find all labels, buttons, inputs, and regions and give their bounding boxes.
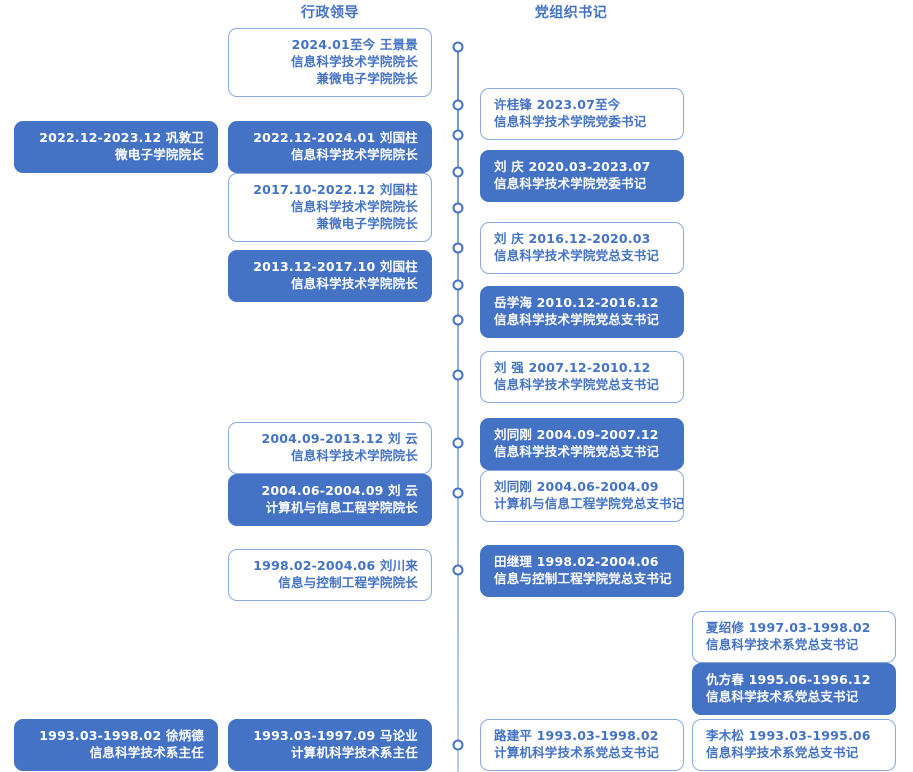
timeline-card[interactable]: 2022.12-2024.01 刘国柱信息科学技术学院院长 — [228, 121, 432, 173]
timeline-card[interactable]: 2013.12-2017.10 刘国柱信息科学技术学院院长 — [228, 250, 432, 302]
timeline-card[interactable]: 路建平 1993.03-1998.02 计算机科学技术系党总支书记 — [480, 719, 684, 771]
timeline-dot-13[interactable] — [452, 739, 464, 751]
card-primary-line: 2004.09-2013.12 刘 云 — [261, 431, 418, 446]
card-detail-line: 计算机与信息工程学院党总支书记 — [494, 496, 684, 511]
card-detail-line: 信息与控制工程学院党总支书记 — [494, 571, 672, 586]
timeline-dot-11[interactable] — [452, 487, 464, 499]
card-primary-line: 路建平 1993.03-1998.02 — [494, 728, 659, 743]
card-detail-line: 计算机与信息工程学院院长 — [265, 500, 418, 515]
card-detail-line: 信息科学技术系党总支书记 — [706, 689, 859, 704]
timeline-card[interactable]: 刘 庆 2020.03-2023.07 信息科学技术学院党委书记 — [480, 150, 684, 202]
card-primary-line: 1998.02-2004.06 刘川来 — [253, 558, 418, 573]
card-primary-line: 2022.12-2024.01 刘国柱 — [253, 130, 418, 145]
timeline-card[interactable]: 仇方春 1995.06-1996.12 信息科学技术系党总支书记 — [692, 663, 896, 715]
timeline-card[interactable]: 2004.06-2004.09 刘 云计算机与信息工程学院院长 — [228, 474, 432, 526]
card-primary-line: 刘 庆 2020.03-2023.07 — [494, 159, 651, 174]
card-primary-line: 李木松 1993.03-1995.06 — [706, 728, 871, 743]
card-primary-line: 1993.03-1997.09 马论业 — [253, 728, 418, 743]
timeline-dot-2[interactable] — [452, 99, 464, 111]
card-detail-line: 信息科学技术学院院长 — [290, 54, 418, 69]
card-detail-line: 信息科学技术学院党委书记 — [494, 114, 647, 129]
card-detail-line: 信息科学技术学院院长 — [290, 199, 418, 214]
timeline-card[interactable]: 2022.12-2023.12 巩敦卫微电子学院院长 — [14, 121, 218, 173]
card-primary-line: 刘 庆 2016.12-2020.03 — [494, 231, 651, 246]
timeline-dot-9[interactable] — [452, 369, 464, 381]
card-detail-line: 兼微电子学院院长 — [316, 216, 418, 231]
card-primary-line: 刘同刚 2004.06-2004.09 — [494, 479, 659, 494]
card-primary-line: 2024.01至今 王景景 — [291, 37, 418, 52]
timeline-card[interactable]: 刘 庆 2016.12-2020.03 信息科学技术学院党总支书记 — [480, 222, 684, 274]
card-primary-line: 岳学海 2010.12-2016.12 — [494, 295, 659, 310]
timeline-card[interactable]: 李木松 1993.03-1995.06 信息科学技术系党总支书记 — [692, 719, 896, 771]
timeline-dot-12[interactable] — [452, 564, 464, 576]
card-detail-line: 信息科学技术学院院长 — [290, 147, 418, 162]
card-primary-line: 田继理 1998.02-2004.06 — [494, 554, 659, 569]
timeline-card[interactable]: 1993.03-1997.09 马论业计算机科学技术系主任 — [228, 719, 432, 771]
timeline-card[interactable]: 许桂锋 2023.07至今信息科学技术学院党委书记 — [480, 88, 684, 140]
card-detail-line: 计算机科学技术系主任 — [290, 745, 418, 760]
timeline-card[interactable]: 1993.03-1998.02 徐炳德信息科学技术系主任 — [14, 719, 218, 771]
timeline-dot-5[interactable] — [452, 202, 464, 214]
timeline-card[interactable]: 刘同刚 2004.09-2007.12 信息科学技术学院党总支书记 — [480, 418, 684, 470]
card-detail-line: 微电子学院院长 — [115, 147, 204, 162]
timeline-dot-10[interactable] — [452, 437, 464, 449]
timeline-card[interactable]: 刘同刚 2004.06-2004.09 计算机与信息工程学院党总支书记 — [480, 470, 684, 522]
card-detail-line: 兼微电子学院院长 — [316, 71, 418, 86]
timeline-card[interactable]: 岳学海 2010.12-2016.12 信息科学技术学院党总支书记 — [480, 286, 684, 338]
timeline-card[interactable]: 1998.02-2004.06 刘川来信息与控制工程学院院长 — [228, 549, 432, 601]
timeline-card[interactable]: 2017.10-2022.12 刘国柱信息科学技术学院院长兼微电子学院院长 — [228, 173, 432, 242]
timeline-card[interactable]: 2004.09-2013.12 刘 云信息科学技术学院院长 — [228, 422, 432, 474]
timeline-dot-1[interactable] — [452, 41, 464, 53]
card-primary-line: 刘 强 2007.12-2010.12 — [494, 360, 651, 375]
card-primary-line: 2004.06-2004.09 刘 云 — [261, 483, 418, 498]
card-primary-line: 2017.10-2022.12 刘国柱 — [253, 182, 418, 197]
timeline-dot-4[interactable] — [452, 166, 464, 178]
card-detail-line: 信息科学技术学院党总支书记 — [494, 377, 660, 392]
timeline-dot-8[interactable] — [452, 314, 464, 326]
card-primary-line: 1993.03-1998.02 徐炳德 — [39, 728, 204, 743]
card-detail-line: 信息科学技术系党总支书记 — [706, 637, 859, 652]
card-primary-line: 2013.12-2017.10 刘国柱 — [253, 259, 418, 274]
card-primary-line: 许桂锋 2023.07至今 — [494, 97, 621, 112]
timeline-card[interactable]: 刘 强 2007.12-2010.12 信息科学技术学院党总支书记 — [480, 351, 684, 403]
column-header-1: 行政领导 — [301, 5, 359, 21]
card-detail-line: 信息科学技术学院院长 — [290, 448, 418, 463]
column-header-2: 党组织书记 — [534, 5, 608, 21]
card-primary-line: 2022.12-2023.12 巩敦卫 — [39, 130, 204, 145]
timeline-spine — [457, 47, 459, 772]
card-detail-line: 信息科学技术学院党总支书记 — [494, 312, 660, 327]
card-detail-line: 信息科学技术学院院长 — [290, 276, 418, 291]
card-detail-line: 信息科学技术学院党总支书记 — [494, 444, 660, 459]
card-primary-line: 刘同刚 2004.09-2007.12 — [494, 427, 659, 442]
card-detail-line: 信息科学技术系主任 — [89, 745, 204, 760]
timeline-dot-6[interactable] — [452, 242, 464, 254]
card-detail-line: 信息科学技术学院党委书记 — [494, 176, 647, 191]
card-detail-line: 计算机科学技术系党总支书记 — [494, 745, 660, 760]
card-detail-line: 信息科学技术学院党总支书记 — [494, 248, 660, 263]
card-primary-line: 仇方春 1995.06-1996.12 — [706, 672, 871, 687]
timeline-dot-3[interactable] — [452, 129, 464, 141]
card-detail-line: 信息科学技术系党总支书记 — [706, 745, 859, 760]
timeline-card[interactable]: 田继理 1998.02-2004.06 信息与控制工程学院党总支书记 — [480, 545, 684, 597]
card-primary-line: 夏绍修 1997.03-1998.02 — [706, 620, 871, 635]
card-detail-line: 信息与控制工程学院院长 — [278, 575, 418, 590]
timeline-card[interactable]: 夏绍修 1997.03-1998.02 信息科学技术系党总支书记 — [692, 611, 896, 663]
timeline-card[interactable]: 2024.01至今 王景景信息科学技术学院院长兼微电子学院院长 — [228, 28, 432, 97]
timeline-dot-7[interactable] — [452, 279, 464, 291]
